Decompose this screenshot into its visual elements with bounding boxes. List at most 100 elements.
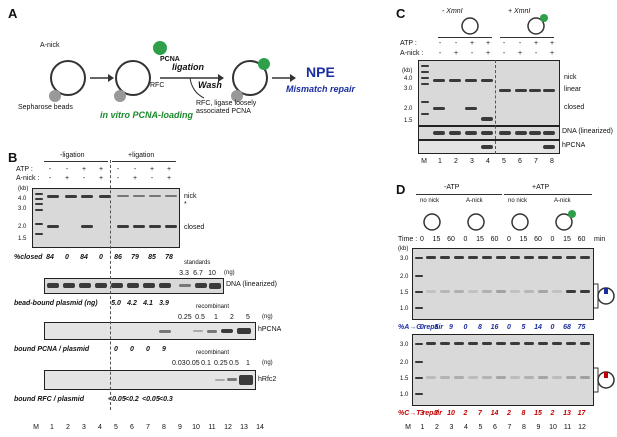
lane-number: 8 <box>550 158 554 165</box>
panel-c-label: C <box>396 6 406 21</box>
pct-closed-value: 0 <box>99 254 103 261</box>
gel-band <box>538 256 548 259</box>
ligation-label: ligation <box>172 62 204 72</box>
d-marker-1-5: 1.5 <box>400 290 409 296</box>
c-gel-dna <box>418 126 560 140</box>
rfc-std-value: 0.25 <box>214 360 228 367</box>
ng-label: (ng) <box>262 360 273 366</box>
d-marker-2-b: 2.0 <box>400 360 409 366</box>
gel-band <box>482 290 492 293</box>
pcna-std-value: 1 <box>214 314 218 321</box>
plasmid-circle <box>232 60 268 96</box>
ct-repair-value: 8 <box>521 410 526 417</box>
pct-closed-value: 84 <box>80 254 88 261</box>
lane-number: 8 <box>162 424 166 431</box>
bound-rfc-value: <0.05 <box>108 396 126 403</box>
atp-sign: - <box>502 40 506 47</box>
ct-repair-value: 13 <box>563 410 571 417</box>
kb-label: (kb) <box>18 186 29 192</box>
gel-band <box>580 342 590 345</box>
hpcna-label: hPCNA <box>258 326 282 333</box>
bound-pcna-value: 9 <box>162 346 166 353</box>
lane-number: M <box>33 424 39 431</box>
plus-ligation-label: +ligation <box>128 152 155 159</box>
lane-number: 1 <box>420 424 425 431</box>
d-anick-2: A-nick <box>554 198 571 204</box>
pcna-std-value: 5 <box>246 314 250 321</box>
ag-repair-value: 68 <box>563 324 571 331</box>
c-kb-label: (kb) <box>402 68 413 74</box>
bead <box>49 90 61 102</box>
gel-band <box>524 342 534 345</box>
time-value: 60 <box>490 236 499 243</box>
panel-d-label: D <box>396 182 406 197</box>
ag-repair-value: 5 <box>521 324 526 331</box>
anick-sign: - <box>502 50 506 57</box>
atp-sign: + <box>81 166 87 173</box>
gel-band <box>566 376 576 379</box>
gel-band <box>524 290 534 293</box>
time-value: 0 <box>463 236 468 243</box>
gel-band <box>440 342 450 345</box>
marker-4: 4.0 <box>18 196 27 202</box>
atp-label: ATP : <box>16 166 33 173</box>
lane-number: 9 <box>178 424 182 431</box>
wash-label: Wash <box>198 80 222 90</box>
lane-number: 5 <box>114 424 118 431</box>
minus-xmni-label: - XmnI <box>442 8 463 15</box>
ag-repair-value: 0 <box>507 324 511 331</box>
lane-number: 6 <box>518 158 522 165</box>
time-value: 15 <box>563 236 571 243</box>
marker-2: 2.0 <box>18 224 27 230</box>
anick-sign: + <box>98 175 104 182</box>
gel-band <box>510 290 520 293</box>
gel-band <box>580 290 590 293</box>
minus-atp-label: -ATP <box>444 184 460 191</box>
gel-band <box>496 376 506 379</box>
time-value: 0 <box>420 236 424 243</box>
gel-band <box>496 342 506 345</box>
lane-number: 6 <box>493 424 497 431</box>
plus-atp-label: +ATP <box>532 184 550 191</box>
pct-closed-value: 85 <box>148 254 156 261</box>
gel-band <box>510 342 520 345</box>
lane-number: 12 <box>224 424 232 431</box>
pcna-icon <box>258 58 270 70</box>
lane-number: M <box>405 424 411 431</box>
ct-repair-value: 7 <box>478 410 482 417</box>
atp-sign: - <box>65 166 69 173</box>
ag-repair-value: 0 <box>420 324 424 331</box>
ag-repair-value: 14 <box>534 324 542 331</box>
hrfc2-label: hRfc2 <box>258 376 277 383</box>
d-no-nick-2: no nick <box>508 198 528 204</box>
pct-closed-value: 0 <box>65 254 69 261</box>
pct-closed-value: 78 <box>165 254 173 261</box>
panel-b-label: B <box>8 150 18 165</box>
atp-sign: - <box>518 40 522 47</box>
pcna-std-value: 0.25 <box>178 314 192 321</box>
in-vitro-loading-label: in vitro PCNA-loading <box>100 110 193 120</box>
gel-band <box>454 376 464 379</box>
rfc-label: RFC <box>150 82 165 89</box>
std-value: 10 <box>208 270 216 277</box>
time-value: 15 <box>476 236 484 243</box>
lane-number: 3 <box>449 424 454 431</box>
anick-sign: + <box>132 175 138 182</box>
dna-linearized-label: DNA (linearized) <box>226 281 277 288</box>
gel-band <box>496 290 506 293</box>
bead-bound-value: 5.0 <box>111 300 121 307</box>
atp-sign: - <box>116 166 120 173</box>
gel-band <box>496 256 506 259</box>
standards-label: standards <box>184 260 211 266</box>
gel-band <box>566 256 576 259</box>
ag-repair-value: 8 <box>478 324 482 331</box>
bound-rfc-value: <0.05 <box>142 396 160 403</box>
anick-sign: + <box>485 50 491 57</box>
ct-repair-value: 14 <box>490 410 499 417</box>
anick-sign: - <box>48 175 52 182</box>
rfc-std-value: 0.03 <box>172 360 186 367</box>
gel-band <box>566 290 576 293</box>
lane-number: 7 <box>534 158 538 165</box>
d-marker-2: 2.0 <box>400 274 409 280</box>
